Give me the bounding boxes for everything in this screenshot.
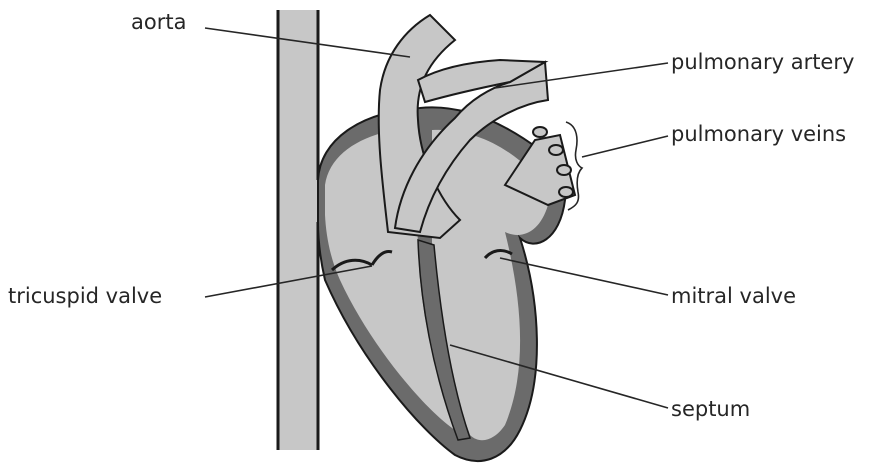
leader-pulmonary-veins <box>582 136 668 157</box>
label-aorta: aorta <box>131 10 186 34</box>
label-septum: septum <box>671 397 750 421</box>
vena-cava <box>278 10 318 450</box>
label-pulmonary-veins: pulmonary veins <box>671 122 846 146</box>
label-mitral-valve: mitral valve <box>671 284 796 308</box>
label-tricuspid-valve: tricuspid valve <box>8 284 162 308</box>
label-pulmonary-artery: pulmonary artery <box>671 50 854 74</box>
